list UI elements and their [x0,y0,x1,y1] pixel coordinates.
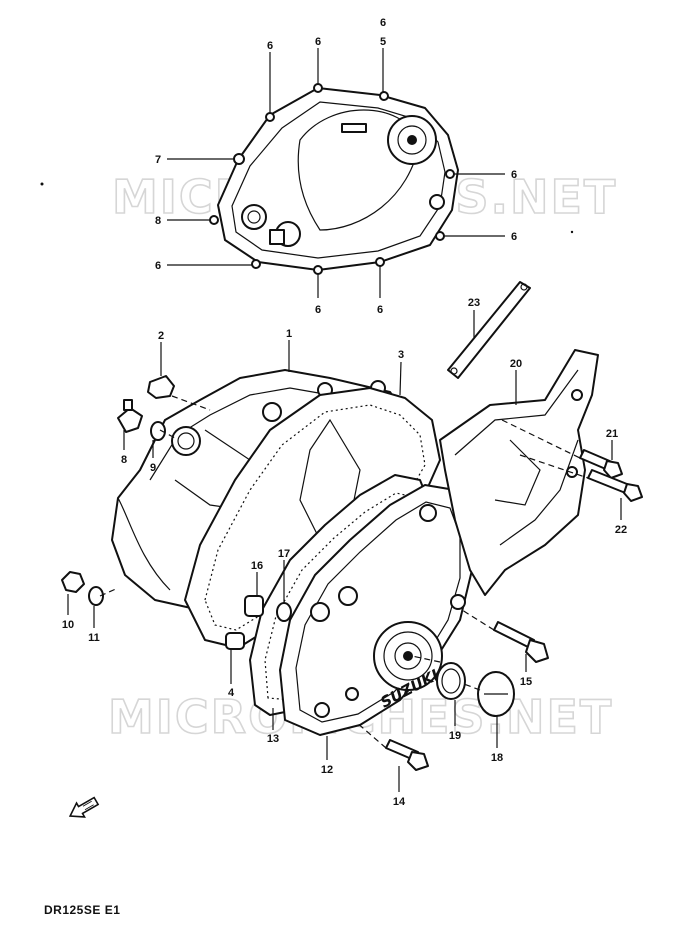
clutch-inner-cover [209,83,459,275]
scan-dot [570,230,574,234]
model-code-label: DR125SE E1 [44,903,121,917]
callout-16: 16 [251,560,263,572]
chain-guide-plate [447,281,531,379]
callout-8-a: 8 [155,215,161,227]
callout-12: 12 [321,764,333,776]
callout-15: 15 [520,676,532,688]
callout-6-c: 6 [380,17,386,29]
callout-18: 18 [491,752,503,764]
sprocket-cover [439,349,599,596]
callout-14: 14 [393,796,406,808]
callout-6-f: 6 [155,260,161,272]
callout-19: 19 [449,730,461,742]
callout-11: 11 [88,632,100,644]
callout-6-e: 6 [511,231,517,243]
callout-8-b: 8 [121,454,127,466]
alignment-lines [99,395,589,749]
callout-6-h: 6 [377,304,383,316]
callout-labels: 6 6 6 5 7 6 8 6 6 6 6 1 2 3 23 20 8 9 21… [62,17,627,808]
callout-2: 2 [158,330,164,342]
callout-4: 4 [228,687,235,699]
callout-10: 10 [62,619,74,631]
callout-6-g: 6 [315,304,321,316]
front-direction-arrow-icon [68,796,100,818]
callout-17: 17 [278,548,290,560]
callout-9: 9 [150,462,156,474]
callout-23: 23 [468,297,480,309]
callout-7: 7 [155,154,161,166]
scan-dot [40,182,44,186]
callout-21: 21 [606,428,618,440]
callout-6-b: 6 [315,36,321,48]
callout-20: 20 [510,358,522,370]
callout-5: 5 [380,36,386,48]
callout-22: 22 [615,524,627,536]
callout-13: 13 [267,733,279,745]
callout-1: 1 [286,328,292,340]
callout-6-d: 6 [511,169,517,181]
leader-lines [67,48,622,792]
callout-3: 3 [398,349,404,361]
callout-6-a: 6 [267,40,273,52]
small-parts [61,375,643,771]
